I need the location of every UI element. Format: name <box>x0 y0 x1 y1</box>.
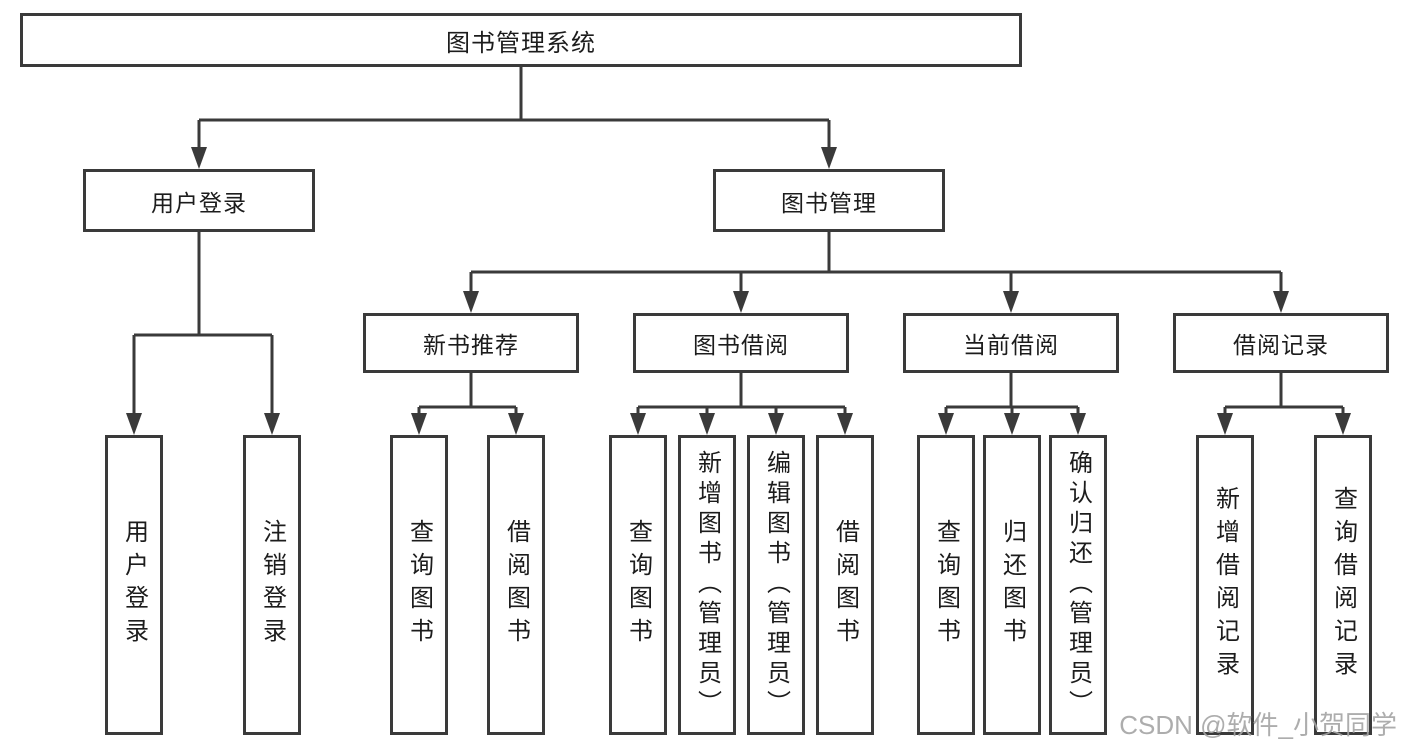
arrowhead <box>821 147 837 169</box>
arrowhead <box>768 413 784 435</box>
arrowhead <box>1003 291 1019 313</box>
arrowhead <box>1273 291 1289 313</box>
arrowhead <box>1070 413 1086 435</box>
node-current-borrow: 当前借阅 <box>903 313 1119 373</box>
arrowhead <box>411 413 427 435</box>
arrowhead <box>938 413 954 435</box>
arrowhead <box>837 413 853 435</box>
arrowhead <box>463 291 479 313</box>
arrowhead <box>1335 413 1351 435</box>
leaf-current-return-book: 归还图书 <box>983 435 1041 735</box>
leaf-label: 新增图书（管理员） <box>693 450 721 720</box>
leaf-label: 查询借阅记录 <box>1329 486 1357 684</box>
leaf-current-confirm-return-admin: 确认归还（管理员） <box>1049 435 1107 735</box>
leaf-borrow-edit-book-admin: 编辑图书（管理员） <box>747 435 805 735</box>
arrowhead <box>1004 413 1020 435</box>
leaf-recommend-search-book: 查询图书 <box>390 435 448 735</box>
arrowhead <box>191 147 207 169</box>
leaf-label: 编辑图书（管理员） <box>762 450 790 720</box>
node-borrow-records: 借阅记录 <box>1173 313 1389 373</box>
leaf-borrow-search-book: 查询图书 <box>609 435 667 735</box>
connector-records-to-leaves <box>1223 372 1345 416</box>
arrowhead <box>126 413 142 435</box>
leaf-recommend-borrow-book: 借阅图书 <box>487 435 545 735</box>
connector-root-to-level2 <box>197 66 831 150</box>
arrowhead <box>733 291 749 313</box>
node-book-management: 图书管理 <box>713 169 945 232</box>
leaf-user-login: 用户登录 <box>105 435 163 735</box>
leaf-label: 新增借阅记录 <box>1211 486 1239 684</box>
leaf-current-search-book: 查询图书 <box>917 435 975 735</box>
leaf-logout: 注销登录 <box>243 435 301 735</box>
leaf-label: 借阅图书 <box>831 519 859 651</box>
connector-current-to-leaves <box>944 372 1080 416</box>
connector-userlogin-to-leaves <box>132 231 274 416</box>
connector-bookmgmt-to-level3 <box>469 231 1283 294</box>
leaf-records-add-record: 新增借阅记录 <box>1196 435 1254 735</box>
arrowhead <box>1217 413 1233 435</box>
leaf-borrow-add-book-admin: 新增图书（管理员） <box>678 435 736 735</box>
leaf-label: 查询图书 <box>932 519 960 651</box>
node-new-book-recommend: 新书推荐 <box>363 313 579 373</box>
node-book-borrow: 图书借阅 <box>633 313 849 373</box>
arrowhead <box>699 413 715 435</box>
leaf-label: 查询图书 <box>405 519 433 651</box>
leaf-borrow-borrow-book: 借阅图书 <box>816 435 874 735</box>
node-user-login: 用户登录 <box>83 169 315 232</box>
connector-borrow-to-leaves <box>636 372 847 416</box>
arrowhead <box>508 413 524 435</box>
leaf-label: 查询图书 <box>624 519 652 651</box>
leaf-records-search-record: 查询借阅记录 <box>1314 435 1372 735</box>
leaf-label: 确认归还（管理员） <box>1064 450 1092 720</box>
leaf-label: 借阅图书 <box>502 519 530 651</box>
arrowheads <box>126 147 1351 435</box>
arrowhead <box>264 413 280 435</box>
leaf-label: 归还图书 <box>998 519 1026 651</box>
connector-recommend-to-leaves <box>417 372 518 416</box>
leaf-label: 用户登录 <box>120 519 148 651</box>
node-root-system: 图书管理系统 <box>20 13 1022 67</box>
csdn-watermark: CSDN @软件_小贺同学 <box>1119 710 1397 740</box>
leaf-label: 注销登录 <box>258 519 286 651</box>
arrowhead <box>630 413 646 435</box>
